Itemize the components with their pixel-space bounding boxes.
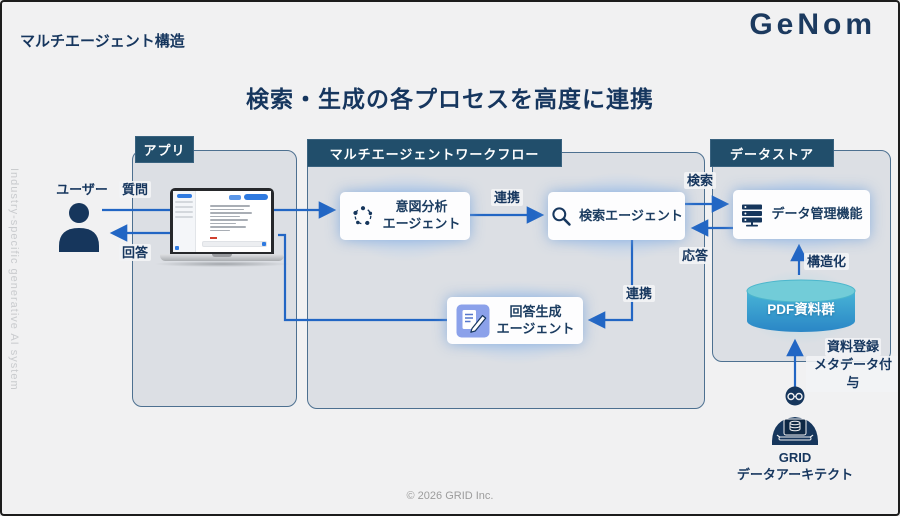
laptop-chat-sidebar: [173, 191, 196, 252]
user-icon: [56, 200, 102, 257]
genom-logo: GeNom: [749, 8, 876, 41]
edge-label-collab-1: 連携: [491, 189, 524, 206]
edge-label-search: 検索: [684, 172, 717, 189]
edge-label-answer: 回答: [119, 244, 152, 261]
pdf-store-label: PDF資料群: [767, 302, 835, 317]
search-agent-label: 検索エージェント: [579, 207, 683, 223]
laptop-base: [160, 254, 284, 261]
pdf-cylinder: PDF資料群: [741, 278, 861, 334]
intent-agent-label: 意図分析 エージェント: [382, 199, 461, 231]
edge-label-question: 質問: [119, 181, 152, 198]
app-laptop: [154, 188, 290, 267]
edge-label-registration: 資料登録 メタデータ付与: [806, 338, 898, 392]
architect-icon: [767, 385, 823, 452]
intent-analysis-agent-node: 意図分析 エージェント: [340, 192, 470, 240]
edge-label-structuring: 構造化: [804, 253, 850, 270]
cluster-icon: [350, 203, 376, 229]
side-watermark: Industry-specific generative AI system: [8, 168, 20, 391]
page-title: 検索・生成の各プロセスを高度に連携: [246, 86, 654, 112]
data-management-node: データ管理機能: [733, 190, 870, 239]
answer-agent-label: 回答生成 エージェント: [496, 303, 575, 336]
laptop-chat-main: [196, 191, 271, 252]
data-management-label: データ管理機能: [771, 206, 863, 222]
laptop-shadow: [154, 261, 290, 267]
server-icon: [740, 203, 764, 227]
edge-label-response: 応答: [679, 247, 712, 264]
laptop-screen: [170, 188, 274, 254]
search-agent-node: 検索エージェント: [548, 192, 685, 240]
document-pen-icon: [456, 304, 490, 338]
edge-label-collab-2: 連携: [623, 285, 656, 302]
user-label: ユーザー: [56, 182, 108, 197]
answer-generation-agent-node: 回答生成 エージェント: [447, 297, 583, 344]
copyright: © 2026 GRID Inc.: [406, 490, 494, 502]
datastore-panel-tab: データストア: [710, 139, 834, 167]
architect-label: GRID データアーキテクト: [736, 450, 854, 482]
workflow-panel-tab: マルチエージェントワークフロー: [307, 139, 562, 167]
corner-label: マルチエージェント構造: [20, 33, 185, 50]
app-panel-tab: アプリ: [135, 136, 194, 163]
search-icon: [550, 205, 572, 227]
